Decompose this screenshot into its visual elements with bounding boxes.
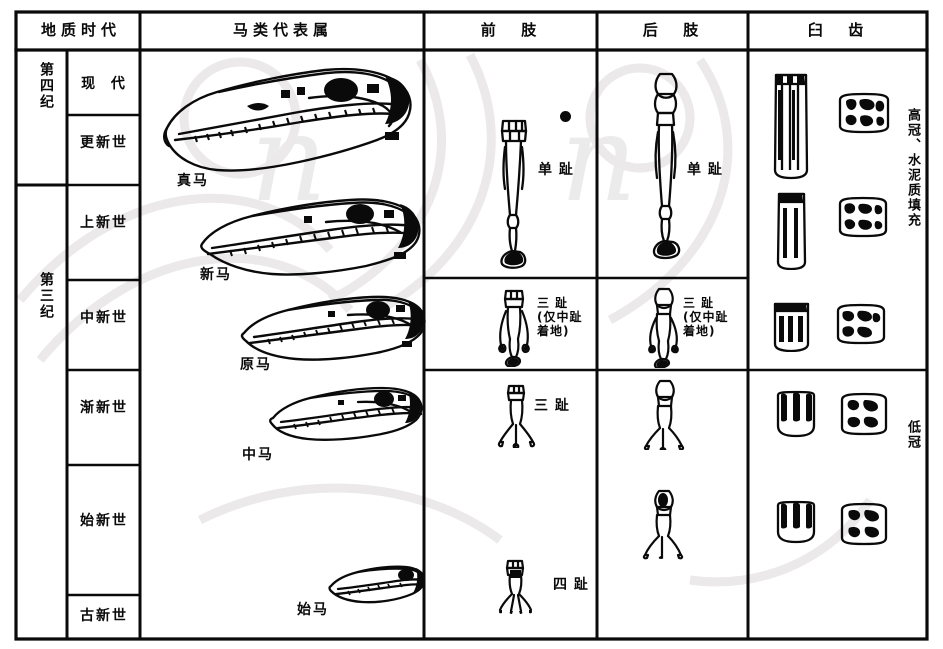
molar-high-crown-side-2 (776, 192, 807, 270)
epoch-pleistocene: 更新世 (80, 135, 128, 151)
molar-note-low-crown: 低冠 (905, 420, 920, 450)
epoch-pliocene: 上新世 (80, 215, 128, 231)
forelimb-single-toe (500, 119, 528, 269)
skull-mesohippus (269, 386, 423, 441)
hindlimb-three-toe-middle (648, 287, 679, 368)
hindlimb-note-three-toe-middle: 三 趾 (仅中趾 着地) (683, 296, 729, 338)
forelimb-note-three-toe-middle: 三 趾 (仅中趾 着地) (537, 296, 583, 338)
epoch-holocene: 现 代 (81, 76, 127, 92)
header-representative-genera: 马类代表属 (232, 21, 333, 39)
forelimb-note-single-toe: 单 趾 (538, 162, 574, 178)
hindlimb-note-single-toe: 单 趾 (687, 162, 723, 178)
genus-label-mesohippus: 中马 (242, 447, 274, 463)
header-geologic-age: 地质时代 (40, 21, 121, 39)
skull-equus (163, 67, 412, 172)
header-molar: 臼 齿 (807, 21, 869, 39)
header-hindlimb: 后 肢 (642, 21, 704, 39)
molar-note-high-crown: 高冠、水泥质填充 (905, 108, 920, 228)
forelimb-four-toe (498, 559, 533, 614)
header-forelimb: 前 肢 (480, 21, 542, 39)
genus-label-merychippus: 原马 (240, 357, 272, 373)
horse-evolution-figure: 地质时代 马类代表属 前 肢 后 肢 臼 齿 第四纪 第三纪 现 代 更新世 上… (14, 10, 929, 641)
molar-high-crown-side-3 (773, 302, 810, 352)
forelimb-marker-dot (560, 111, 571, 122)
forelimb-note-four-toe: 四 趾 (553, 577, 589, 593)
genus-label-equus: 真马 (177, 173, 209, 189)
hindlimb-three-toe-lower (642, 489, 684, 560)
forelimb-three-toe-middle (498, 289, 530, 367)
forelimb-note-three-toe: 三 趾 (534, 398, 570, 414)
genus-label-pliohippus: 新马 (200, 267, 232, 283)
molar-low-crown-occlusal-1 (840, 392, 888, 436)
period-quaternary: 第四纪 (38, 62, 54, 110)
period-tertiary: 第三纪 (38, 272, 54, 320)
molar-high-crown-side-1 (773, 73, 809, 180)
molar-high-crown-occlusal-3 (836, 303, 886, 345)
epoch-miocene: 中新世 (80, 310, 128, 326)
hindlimb-three-toe-upper (643, 379, 685, 450)
skull-eohippus (328, 565, 426, 604)
molar-low-crown-side-2 (776, 500, 816, 544)
molar-high-crown-occlusal-1 (838, 92, 890, 134)
epoch-oligocene: 渐新世 (80, 400, 128, 416)
skull-merychippus (240, 295, 426, 361)
genus-label-eohippus: 始马 (297, 602, 329, 618)
molar-low-crown-occlusal-2 (840, 502, 888, 546)
molar-high-crown-occlusal-2 (838, 196, 888, 238)
molar-low-crown-side-1 (776, 390, 816, 438)
forelimb-three-toe (497, 384, 536, 448)
hindlimb-single-toe (652, 72, 681, 260)
epoch-eocene: 始新世 (80, 513, 128, 529)
epoch-paleocene: 古新世 (80, 608, 128, 624)
